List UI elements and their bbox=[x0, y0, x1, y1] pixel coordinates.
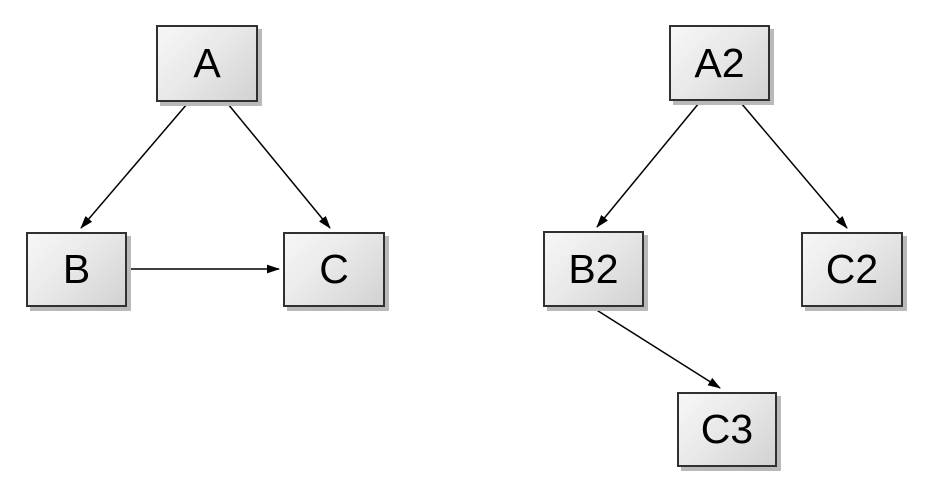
node-label: A2 bbox=[694, 39, 745, 86]
node-A: A bbox=[156, 25, 258, 102]
node-B: B bbox=[26, 232, 127, 307]
edge-A-C bbox=[227, 103, 331, 229]
node-label: C bbox=[319, 246, 349, 292]
node-label: C2 bbox=[825, 246, 879, 292]
node-label: C3 bbox=[700, 406, 754, 452]
node-C: C bbox=[283, 232, 385, 307]
edge-A2-B2 bbox=[596, 102, 700, 228]
node-label: A bbox=[193, 40, 221, 86]
node-C2: C2 bbox=[801, 232, 903, 307]
edge-B2-C3 bbox=[594, 308, 721, 389]
edge-A-B bbox=[80, 103, 188, 229]
node-A2: A2 bbox=[669, 25, 770, 101]
node-C3: C3 bbox=[677, 392, 777, 467]
edge-A2-C2 bbox=[740, 102, 848, 229]
node-label: B bbox=[62, 246, 91, 292]
node-label: B2 bbox=[568, 245, 619, 292]
node-B2: B2 bbox=[543, 231, 644, 307]
